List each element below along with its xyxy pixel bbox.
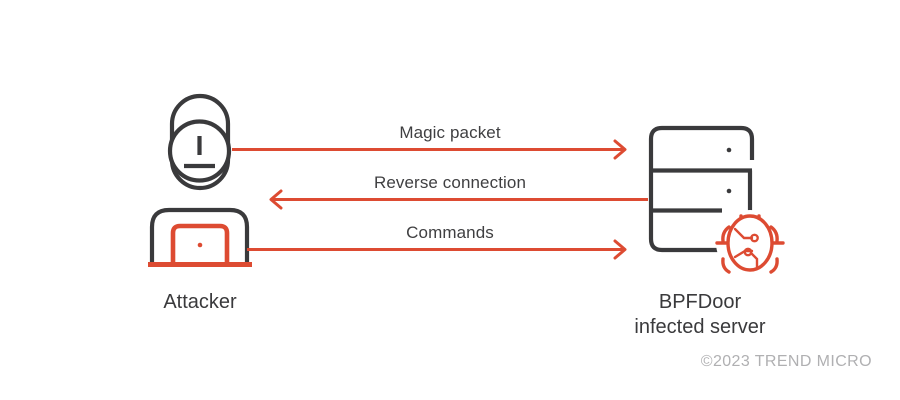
flow-arrow-commands: [247, 239, 627, 260]
flow-label-magic-packet: Magic packet: [399, 123, 501, 142]
flow-arrow-commands-head: [613, 239, 627, 260]
server-status-dot-middle-icon: [726, 188, 732, 194]
laptop-screen-shape: [170, 223, 230, 262]
node-caption-server: BPFDoor infected server: [600, 290, 800, 340]
node-caption-attacker: Attacker: [100, 290, 300, 315]
node-caption-server-line2: infected server: [634, 316, 766, 338]
flow-arrow-magic-packet: [232, 139, 627, 160]
flow-label-reverse-connection: Reverse connection: [373, 173, 527, 192]
node-caption-attacker-line1: Attacker: [163, 291, 237, 313]
bug-leg-upper-right: [769, 225, 779, 243]
bug-leg-lower-left: [721, 257, 731, 274]
bug-body-shape: [726, 214, 774, 272]
bug-circuit-node-upper: [750, 233, 759, 243]
flow-arrow-reverse-connection: [269, 189, 648, 210]
bug-icon: [715, 210, 785, 276]
server-body-shape: [648, 125, 755, 253]
bug-leg-lower-right: [769, 257, 779, 274]
bug-circuit-trace-tail: [749, 251, 759, 270]
flow-arrow-reverse-connection-head: [269, 189, 283, 210]
node-caption-server-line1: BPFDoor: [658, 291, 742, 313]
attacker-shoulders-shape: [149, 207, 250, 262]
server-icon: [648, 125, 755, 253]
flow-arrows-layer: [232, 139, 648, 260]
laptop-camera-dot-icon: [197, 242, 203, 248]
server-status-dot-top-icon: [726, 147, 732, 153]
flow-label-commands: Commands: [406, 223, 494, 242]
bug-leg-upper-left: [721, 225, 731, 243]
attacker-icon: [148, 93, 252, 267]
copyright-notice: ©2023 TREND MICRO: [700, 353, 872, 370]
bug-circuit-trace-upper: [733, 227, 754, 240]
flow-arrow-magic-packet-head: [613, 139, 627, 160]
